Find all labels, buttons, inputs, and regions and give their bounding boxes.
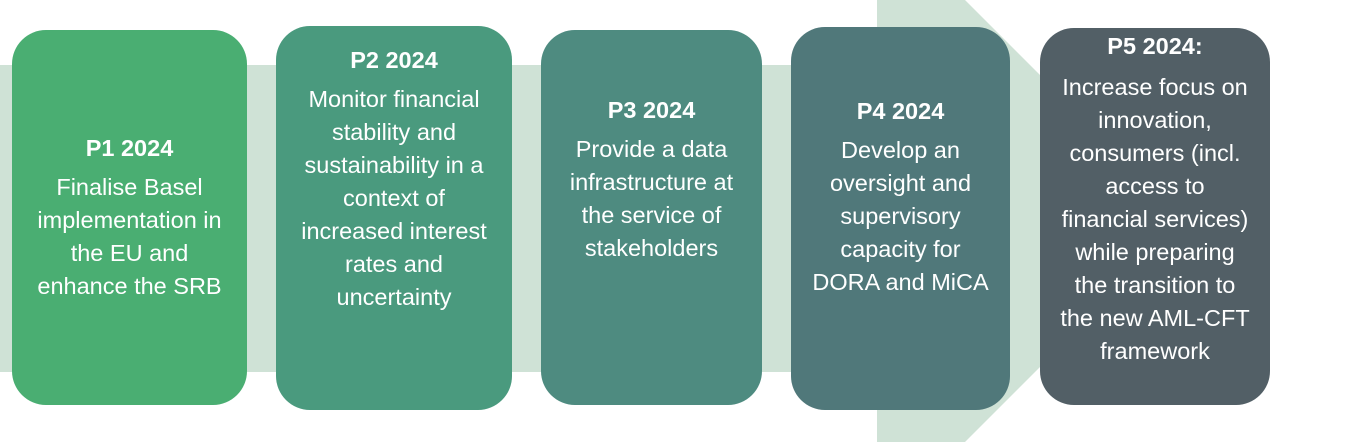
priority-text: Monitor financial stability and sustaina…: [301, 86, 487, 310]
priority-title: P1 2024: [85, 135, 174, 161]
priority-box-p3: P3 2024 Provide a data infrastructure at…: [541, 30, 762, 405]
priority-text: Finalise Basel implementation in the EU …: [37, 174, 222, 299]
priority-text: Develop an oversight and supervisory cap…: [812, 137, 989, 295]
priority-text: Provide a data infrastructure at the ser…: [569, 136, 734, 261]
priority-title: P4 2024: [856, 98, 945, 124]
priority-title: P2 2024: [350, 47, 438, 73]
priority-box-p5: P5 2024: Increase focus on innovation, c…: [1040, 28, 1270, 405]
priority-box-p1: P1 2024 Finalise Basel implementation in…: [12, 30, 247, 405]
priority-text: Increase focus on innovation, consumers …: [1060, 74, 1250, 364]
priority-title: P5 2024:: [1107, 33, 1203, 59]
priority-box-p2: P2 2024 Monitor financial stability and …: [276, 26, 512, 410]
priority-title: P3 2024: [607, 97, 696, 123]
priority-box-p4: P4 2024 Develop an oversight and supervi…: [791, 27, 1010, 410]
